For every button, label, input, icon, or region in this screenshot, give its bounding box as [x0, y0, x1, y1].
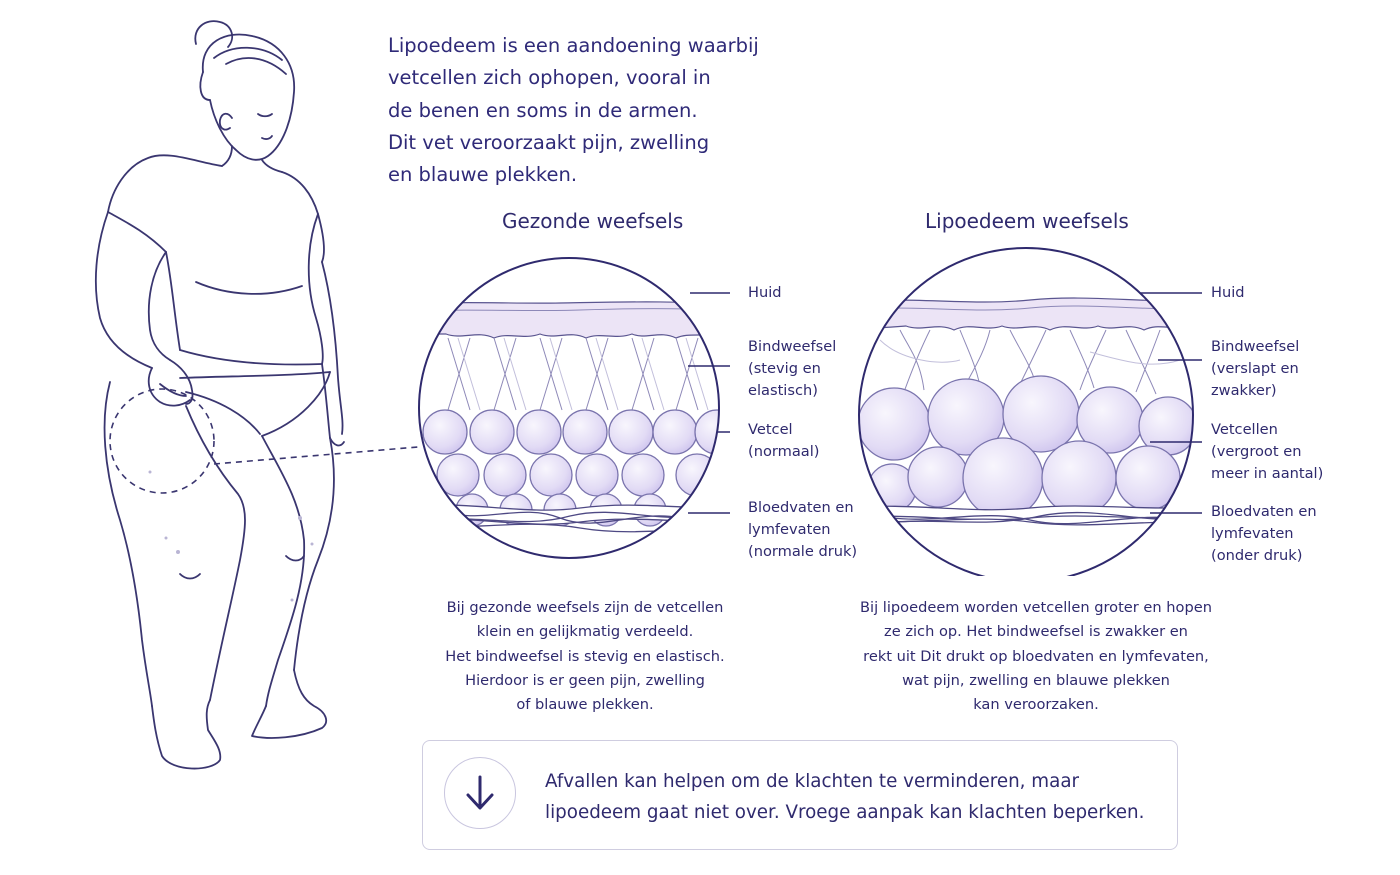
connective-fibers: [447, 337, 709, 411]
label-text: elastisch): [748, 382, 818, 399]
info-text: Afvallen kan helpen om de klachten te ve…: [545, 766, 1144, 828]
zoom-marker: [109, 388, 419, 494]
skin-layer: [859, 297, 1193, 331]
label-text: (normaal): [748, 443, 820, 460]
label-skin-healthy: Huid: [748, 282, 782, 304]
skin-layer: [419, 301, 719, 339]
label-connective-healthy: Bindweefsel (stevig en elastisch): [748, 336, 836, 402]
caption-line: rekt uit Dit drukt op bloedvaten en lymf…: [863, 647, 1209, 665]
healthy-tissue-diagram: [418, 257, 730, 559]
healthy-tissue-title: Gezonde weefsels: [502, 209, 684, 233]
skin-dots: [148, 470, 314, 602]
fat-cells-enlarged: [859, 375, 1193, 519]
arrow-down-icon: [444, 757, 516, 829]
label-text: (onder druk): [1211, 547, 1303, 564]
caption-line: Hierdoor is er geen pijn, zwelling: [465, 671, 705, 689]
caption-line: wat pijn, zwelling en blauwe plekken: [902, 671, 1170, 689]
label-connective-lipedema: Bindweefsel (verslapt en zwakker): [1211, 336, 1299, 402]
label-text: Bloedvaten en: [748, 499, 854, 516]
label-vessels-lipedema: Bloedvaten en lymfevaten (onder druk): [1211, 501, 1317, 567]
intro-line: Dit vet veroorzaakt pijn, zwelling: [388, 130, 710, 154]
label-fat-healthy: Vetcel (normaal): [748, 419, 819, 463]
label-text: meer in aantal): [1211, 465, 1324, 482]
label-skin-lipedema: Huid: [1211, 282, 1245, 304]
vessels-normal: [419, 504, 719, 558]
label-text: Huid: [748, 284, 782, 301]
info-line: lipoedeem gaat niet over. Vroege aanpak …: [545, 802, 1145, 823]
intro-line: de benen en soms in de armen.: [388, 98, 698, 122]
label-vessels-healthy: Bloedvaten en lymfevaten (normale druk): [748, 497, 857, 563]
connective-fibers-weak: [879, 329, 1181, 395]
label-text: (stevig en: [748, 360, 821, 377]
caption-line: klein en gelijkmatig verdeeld.: [476, 623, 694, 641]
label-text: (verslapt en: [1211, 360, 1299, 377]
info-line: Afvallen kan helpen om de klachten te ve…: [545, 771, 1080, 792]
caption-line: kan veroorzaken.: [973, 696, 1099, 714]
label-text: (vergroot en: [1211, 443, 1302, 460]
label-text: Huid: [1211, 284, 1245, 301]
caption-line: Het bindweefsel is stevig en elastisch.: [445, 647, 725, 665]
lipedema-tissue-title: Lipoedeem weefsels: [925, 209, 1129, 233]
woman-illustration: [94, 20, 345, 770]
caption-line: of blauwe plekken.: [516, 696, 654, 714]
intro-text: Lipoedeem is een aandoening waarbij vetc…: [388, 30, 808, 191]
label-text: lymfevaten: [1211, 525, 1294, 542]
label-text: Bindweefsel: [748, 338, 837, 355]
lipedema-caption: Bij lipoedeem worden vetcellen groter en…: [853, 596, 1219, 717]
caption-line: Bij gezonde weefsels zijn de vetcellen: [446, 599, 724, 616]
vessels-compressed: [859, 505, 1193, 576]
intro-line: Lipoedeem is een aandoening waarbij: [388, 34, 759, 57]
label-text: (normale druk): [748, 543, 858, 560]
caption-line: ze zich op. Het bindweefsel is zwakker e…: [884, 623, 1188, 641]
intro-line: en blauwe plekken.: [388, 163, 578, 187]
label-text: Bloedvaten en: [1211, 503, 1317, 520]
label-text: Vetcellen: [1211, 421, 1278, 438]
label-text: zwakker): [1211, 382, 1277, 399]
label-text: lymfevaten: [748, 521, 831, 538]
info-box: [422, 740, 1178, 850]
caption-line: Bij lipoedeem worden vetcellen groter en…: [860, 599, 1212, 616]
label-text: Vetcel: [748, 421, 793, 438]
intro-line: vetcellen zich ophopen, vooral in: [388, 66, 711, 90]
arrow-down-glyph: [466, 775, 494, 810]
lipedema-tissue-diagram: [858, 247, 1202, 576]
healthy-caption: Bij gezonde weefsels zijn de vetcellen k…: [440, 596, 730, 717]
label-text: Bindweefsel: [1211, 338, 1300, 355]
label-fat-lipedema: Vetcellen (vergroot en meer in aantal): [1211, 419, 1323, 485]
